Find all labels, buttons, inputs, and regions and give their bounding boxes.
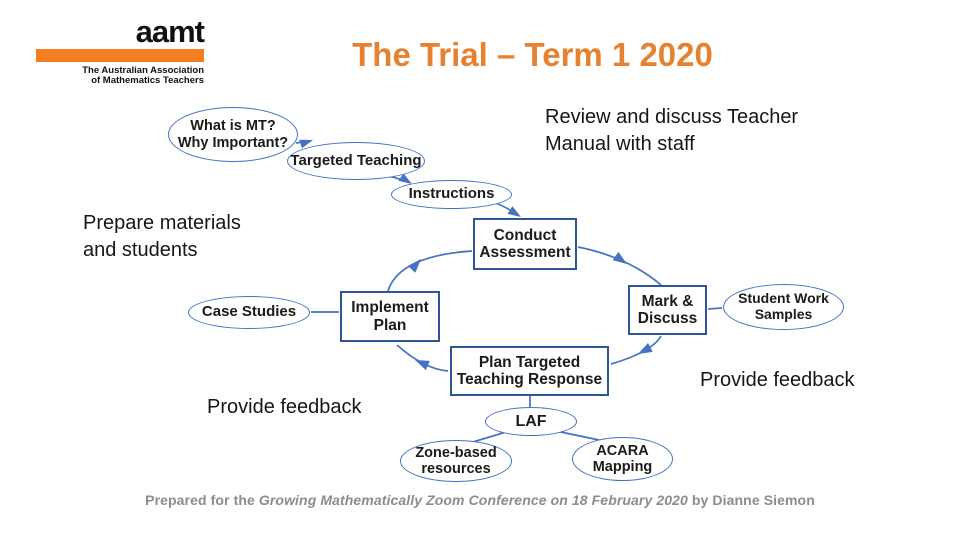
aamt-logo-bar: [36, 49, 204, 62]
label-provide-feedback-right: Provide feedback: [700, 369, 855, 391]
node-label: LAF: [515, 412, 547, 430]
node-targeted-teaching: Targeted Teaching: [287, 142, 425, 180]
node-label: Zone-based resources: [415, 444, 497, 477]
node-conduct-assessment: Conduct Assessment: [473, 218, 577, 270]
node-label: Case Studies: [201, 303, 297, 321]
node-mark-discuss: Mark & Discuss: [628, 285, 707, 335]
node-plan-targeted-response: Plan Targeted Teaching Response: [450, 346, 609, 396]
line-laf-to-acara: [555, 430, 600, 441]
node-label: Plan Targeted Teaching Response: [456, 353, 603, 388]
node-student-work-samples: Student Work Samples: [723, 284, 844, 330]
aamt-logo-wordmark: aamt: [135, 14, 205, 49]
node-acara-mapping: ACARA Mapping: [572, 437, 673, 481]
label-review-manual: Review and discuss Teacher Manual with s…: [545, 106, 799, 155]
label-provide-feedback-left: Provide feedback: [207, 396, 362, 418]
node-label: What is MT? Why Important?: [177, 118, 289, 151]
node-laf: LAF: [485, 407, 577, 436]
node-label: Targeted Teaching: [290, 151, 422, 169]
node-label: ACARA Mapping: [592, 442, 653, 475]
arrowhead-icon: [638, 343, 653, 354]
arrowhead-icon: [398, 173, 412, 184]
node-implement-plan: Implement Plan: [340, 291, 440, 342]
arc-conduct-to-mark: [577, 246, 662, 286]
footer-suffix: by Dianne Siemon: [687, 492, 815, 508]
node-case-studies: Case Studies: [188, 296, 310, 329]
aamt-logo-tagline: The Australian Association of Mathematic…: [82, 65, 204, 86]
arc-plan-to-implement: [396, 344, 449, 372]
node-what-is-mt: What is MT? Why Important?: [168, 107, 298, 162]
node-instructions: Instructions: [391, 180, 512, 209]
line-laf-to-zone: [472, 431, 507, 443]
node-label: Conduct Assessment: [479, 226, 571, 261]
arc-implement-to-conduct: [387, 250, 473, 292]
arrowhead-icon: [612, 251, 627, 264]
node-label: Mark & Discuss: [637, 292, 698, 327]
node-zone-based-resources: Zone-based resources: [400, 440, 512, 482]
arrowhead-icon: [415, 360, 430, 371]
line-mark-to-studentwork: [707, 307, 723, 310]
node-label: Instructions: [408, 185, 495, 203]
footer-conference-title: Growing Mathematically Zoom Conference o…: [258, 492, 688, 508]
footer-credit: Prepared for the Growing Mathematically …: [0, 492, 960, 508]
arc-mark-to-plan: [610, 335, 662, 365]
label-prepare-materials: Prepare materials and students: [83, 212, 241, 261]
arrowhead-icon: [507, 206, 521, 217]
node-label: Student Work Samples: [738, 290, 829, 322]
slide-title: The Trial – Term 1 2020: [352, 36, 713, 73]
footer-prefix: Prepared for the: [145, 492, 259, 508]
node-label: Implement Plan: [351, 299, 429, 334]
arrowhead-icon: [407, 259, 421, 273]
arrowhead-icon: [299, 139, 313, 149]
